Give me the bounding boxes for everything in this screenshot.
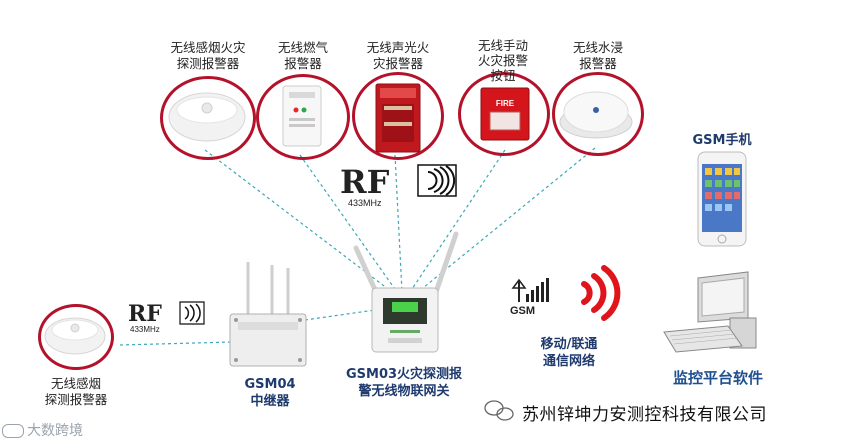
gsm-signal-text: GSM xyxy=(510,305,535,317)
manual-label-line3: 按钮 xyxy=(490,68,516,83)
gsm-signal-icon: GSM xyxy=(510,278,549,317)
gas-label-line2: 报警器 xyxy=(284,56,322,71)
sound-light-label-line1: 无线声光火 xyxy=(366,40,430,55)
repeater-label-line2: 中继器 xyxy=(250,394,290,409)
rf-top-freq: 433MHz xyxy=(348,198,382,208)
phone-icon xyxy=(697,151,747,247)
smoke-label-line2: 探测报警器 xyxy=(176,56,240,71)
repeater-label-line1: GSM04 xyxy=(244,377,296,392)
manual-ring xyxy=(458,72,550,156)
rf-top-text: RF xyxy=(340,163,390,201)
remote-smoke-ring xyxy=(38,304,114,370)
smoke-label-line1: 无线感烟火灾 xyxy=(170,40,246,55)
rf-left-freq: 433MHz xyxy=(130,325,160,334)
link-remote-repeater xyxy=(119,341,233,346)
remote-smoke-label-line2: 探测报警器 xyxy=(44,392,108,407)
gas-label: 无线燃气 报警器 xyxy=(258,40,348,72)
sound-light-ring xyxy=(352,72,444,160)
gas-ring xyxy=(256,74,350,160)
rf-top-logo: RF 433MHz xyxy=(340,163,457,208)
repeater-label: GSM04 中继器 xyxy=(232,376,308,410)
wireless-waves-icon xyxy=(581,265,621,321)
gateway-label: GSM03火灾探测报 警无线物联网关 xyxy=(326,366,482,400)
gas-label-line1: 无线燃气 xyxy=(277,40,328,55)
monitor-label: 监控平台软件 xyxy=(672,369,763,387)
water-label-line2: 报警器 xyxy=(579,56,617,71)
manual-label: 无线手动 火灾报警 按钮 xyxy=(458,38,548,83)
wechat-icon xyxy=(484,400,514,421)
network-label: 移动/联通 通信网络 xyxy=(520,336,618,370)
network-label-line2: 通信网络 xyxy=(542,354,595,369)
sensor-links xyxy=(119,147,596,346)
manual-label-line2: 火灾报警 xyxy=(477,53,528,68)
gateway-label-line1: GSM03火灾探测报 xyxy=(345,367,463,382)
remote-smoke-label: 无线感烟 探测报警器 xyxy=(26,376,126,408)
rf-left-text: RF xyxy=(128,301,162,327)
repeater-icon xyxy=(229,262,307,367)
company-name: 苏州锌坤力安测控科技有限公司 xyxy=(522,405,767,425)
gateway-icon xyxy=(353,231,459,353)
computer-icon xyxy=(663,271,757,353)
watermark: 大数跨境 xyxy=(2,420,83,440)
link-gas xyxy=(299,154,398,293)
gateway-label-line2: 警无线物联网关 xyxy=(358,384,450,399)
link-sound-light xyxy=(394,154,403,293)
remote-smoke-label-line1: 无线感烟 xyxy=(50,376,101,391)
watermark-logo-icon xyxy=(2,424,24,438)
smoke-label: 无线感烟火灾 探测报警器 xyxy=(150,40,266,72)
phone-label: GSM手机 xyxy=(692,133,752,148)
watermark-text: 大数跨境 xyxy=(27,423,83,439)
water-label: 无线水浸 报警器 xyxy=(552,40,644,72)
link-repeater-gateway xyxy=(304,309,376,321)
water-ring xyxy=(552,72,644,156)
link-manual xyxy=(409,149,506,293)
rf-left-logo: RF 433MHz xyxy=(128,301,205,334)
sound-light-label: 无线声光火 灾报警器 xyxy=(350,40,446,72)
link-water xyxy=(417,147,596,293)
network-label-line1: 移动/联通 xyxy=(540,337,598,352)
sound-light-label-line2: 灾报警器 xyxy=(372,56,423,71)
manual-label-line1: 无线手动 xyxy=(477,38,528,53)
smoke-ring xyxy=(160,76,256,160)
water-label-line1: 无线水浸 xyxy=(572,40,623,55)
